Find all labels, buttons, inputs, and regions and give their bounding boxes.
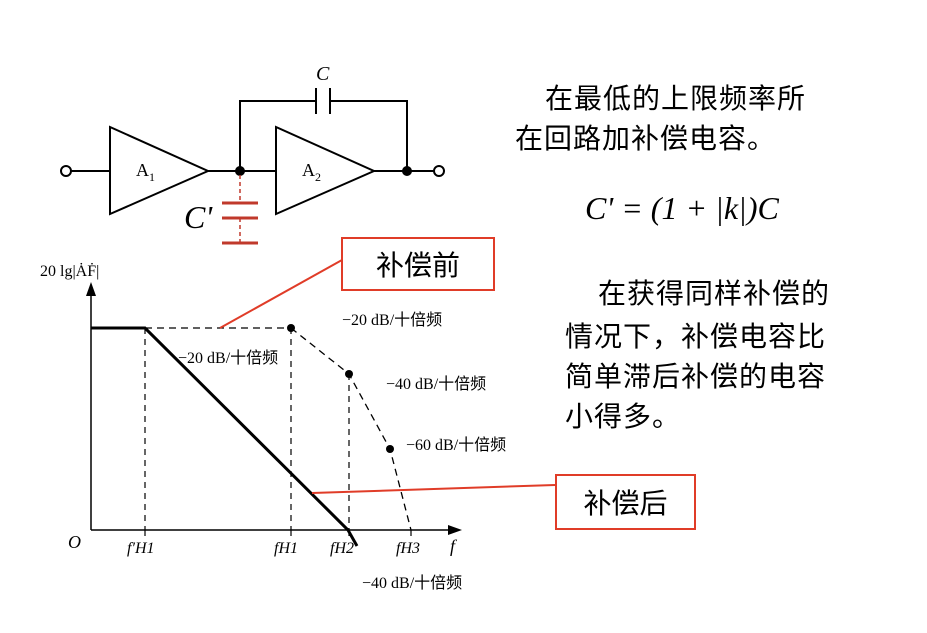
feedback-cap-label: C xyxy=(316,63,330,85)
callout-before-label: 补偿前 xyxy=(375,249,460,282)
circuit-diagram xyxy=(60,88,445,216)
tick-fh1-prime: f′H1 xyxy=(127,540,155,557)
callout-after-pointer xyxy=(311,484,556,494)
amp2-label: A2 xyxy=(302,160,321,184)
plot-x-axis-label: f xyxy=(450,536,458,556)
plot-origin: O xyxy=(68,532,81,552)
text-block-2-line2: 情况下，补偿电容比 xyxy=(565,320,827,353)
text-block-2-line4: 小得多。 xyxy=(565,400,682,433)
tick-fh1: fH1 xyxy=(274,540,298,557)
y-axis-arrow xyxy=(86,282,96,296)
amplifier-a2 xyxy=(275,125,377,216)
amplifier-a1 xyxy=(109,125,211,216)
compensated-response xyxy=(91,326,359,547)
output-terminal xyxy=(433,165,445,177)
formula: C' = (1 + |k|)C xyxy=(585,190,779,226)
slope-label-compensated: −20 dB/十倍频 xyxy=(178,349,278,367)
slope-label-before-2: −40 dB/十倍频 xyxy=(386,375,486,393)
text-block-2b: 情况下，补偿电容比 简单滞后补偿的电容 小得多。 xyxy=(565,318,826,436)
amp1-label: A1 xyxy=(136,160,155,184)
bode-plot xyxy=(86,282,462,547)
callout-before: 补偿前 xyxy=(341,237,495,291)
text-block-1b: 在回路加补偿电容。 xyxy=(515,120,776,158)
plot-ylabel: 20 lg|ȦḞ| xyxy=(40,262,99,280)
text-block-2-line3: 简单滞后补偿的电容 xyxy=(565,360,827,393)
slope-label-after-2: −40 dB/十倍频 xyxy=(362,574,462,592)
break-point-3 xyxy=(386,445,394,453)
x-axis-arrow xyxy=(448,525,462,535)
slope-label-before-1: −20 dB/十倍频 xyxy=(342,311,442,329)
break-point-2 xyxy=(345,370,353,378)
text-block-1-line1: 在最低的上限频率所 xyxy=(545,82,807,115)
callout-before-pointer xyxy=(219,259,343,329)
break-point-1 xyxy=(287,324,295,332)
slope-label-before-3: −60 dB/十倍频 xyxy=(406,436,506,454)
text-block-2-line1: 在获得同样补偿的 xyxy=(598,277,831,310)
text-block-1-line2: 在回路加补偿电容。 xyxy=(515,122,777,155)
feedback-capacitor xyxy=(315,88,331,114)
callout-after: 补偿后 xyxy=(555,474,696,530)
tick-fh2: fH2 xyxy=(330,540,354,557)
text-block-2: 在获得同样补偿的 xyxy=(598,275,830,313)
input-terminal xyxy=(60,165,72,177)
tick-fh3: fH3 xyxy=(396,540,420,557)
text-block-1: 在最低的上限频率所 xyxy=(545,80,806,118)
comp-cap-label: C' xyxy=(184,199,213,235)
callout-after-label: 补偿后 xyxy=(583,487,668,520)
compensation-capacitor xyxy=(222,175,258,245)
